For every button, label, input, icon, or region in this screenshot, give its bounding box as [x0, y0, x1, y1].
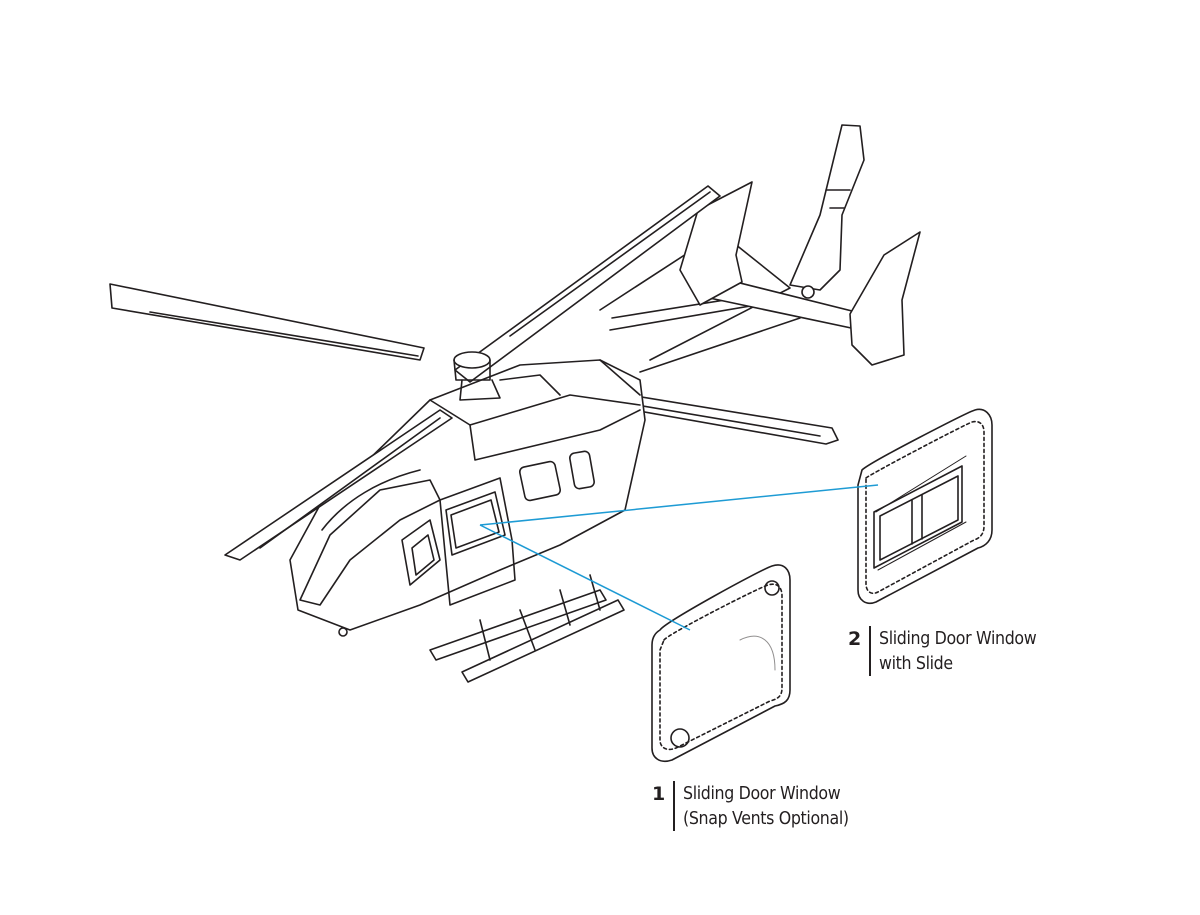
leader-lines [479, 484, 879, 631]
fuselage [289, 351, 646, 631]
callout-2-line2: with Slide [879, 653, 954, 674]
callout-2-number: 2 [848, 628, 862, 650]
fenestron-tail [789, 124, 865, 299]
callout-1-divider [673, 781, 676, 831]
callout-1-line2: (Snap Vents Optional) [683, 808, 849, 829]
leader-line-1 [479, 524, 691, 631]
leader-line-2 [479, 484, 879, 526]
callout-2-text: Sliding Door Window with Slide [879, 626, 1037, 676]
callout-1-line1: Sliding Door Window [683, 783, 841, 804]
main-rotor-blade-left [109, 283, 425, 361]
main-rotor-blade-lower [224, 409, 453, 561]
callout-1-text: Sliding Door Window (Snap Vents Optional… [683, 781, 849, 831]
window-panel-2 [857, 408, 993, 605]
window-panel-1 [651, 564, 791, 763]
main-rotor-blade-top [454, 185, 721, 383]
landing-skids [338, 574, 625, 683]
callout-2-line1: Sliding Door Window [879, 628, 1037, 649]
callout-1-number: 1 [652, 783, 666, 805]
callout-1: 1 Sliding Door Window (Snap Vents Option… [652, 781, 872, 831]
callout-2-divider [869, 626, 872, 676]
vertical-fin-right [849, 231, 921, 366]
callout-2: 2 Sliding Door Window with Slide [848, 626, 1058, 676]
